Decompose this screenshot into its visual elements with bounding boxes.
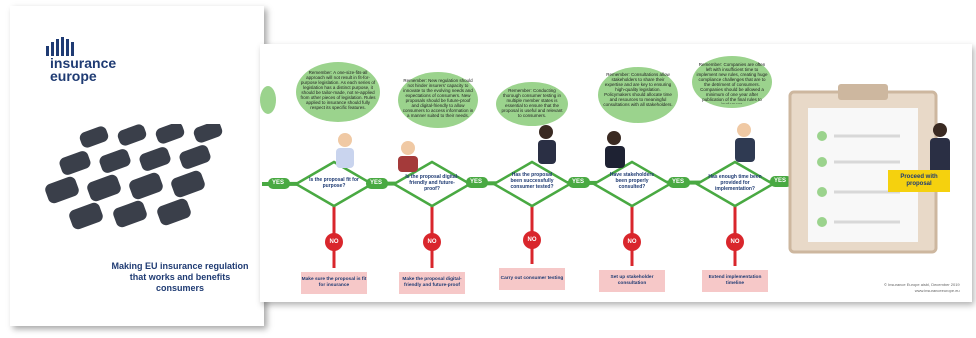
copyright-text: © Insurance Europe aisbl, December 2019 bbox=[884, 282, 960, 287]
question-1: Is the proposal fit for purpose? bbox=[309, 177, 359, 189]
remember-note-4: Remember: Consultations allow stakeholde… bbox=[603, 72, 673, 107]
no-label-5: NO bbox=[730, 239, 740, 245]
action-box-2: Make the proposal digital-friendly and f… bbox=[399, 272, 465, 294]
remember-note-1: Remember: A one-size-fits-all approach w… bbox=[300, 70, 376, 110]
website-text: www.insuranceeurope.eu bbox=[914, 288, 960, 293]
action-box-3: Carry out consumer testing bbox=[499, 268, 565, 290]
question-4: Have stakeholders been properly consulte… bbox=[609, 172, 655, 190]
proceed-with-proposal-box: Proceed with proposal bbox=[888, 170, 950, 192]
cover-people-collage bbox=[45, 124, 223, 230]
yes-label-4: YES bbox=[572, 179, 585, 185]
action-box-4: Set up stakeholder consultation bbox=[599, 270, 665, 292]
no-label-1: NO bbox=[329, 239, 339, 245]
question-5: Has enough time been provided for implem… bbox=[708, 174, 762, 192]
person-figures bbox=[336, 123, 950, 178]
remember-note-5: Remember: Companies are often left with … bbox=[696, 62, 768, 104]
yes-label-2: YES bbox=[370, 180, 383, 186]
logo-line-1: insurance bbox=[50, 55, 117, 71]
yes-label-3: YES bbox=[470, 179, 483, 185]
yes-label-1: YES bbox=[272, 180, 285, 186]
cover-title: Making EU insurance regulation that work… bbox=[111, 261, 249, 293]
question-3: Has the proposal been successfully consu… bbox=[510, 172, 554, 190]
remember-note-3: Remember: Conducting thorough consumer t… bbox=[501, 88, 563, 118]
copyright-notice: © Insurance Europe aisbl, December 2019 … bbox=[884, 282, 960, 294]
yes-label-5: YES bbox=[672, 179, 685, 185]
yes-label-6: YES bbox=[774, 178, 787, 184]
logo-line-2: europe bbox=[50, 68, 97, 84]
no-label-4: NO bbox=[627, 239, 637, 245]
logo-wordmark: insurance europe bbox=[50, 55, 117, 84]
no-label-2: NO bbox=[427, 239, 437, 245]
action-box-5: Extend implementation timeline bbox=[702, 270, 768, 292]
no-label-3: NO bbox=[527, 237, 537, 243]
brochure-cover: insurance europe Making EU insurance reg… bbox=[10, 6, 264, 326]
insurance-europe-logo-icon bbox=[46, 37, 74, 56]
remember-note-2: Remember: New regulation should not hind… bbox=[402, 78, 474, 118]
question-2: Is the proposal digital-friendly and fut… bbox=[405, 174, 459, 192]
action-box-1: Make sure the proposal is fit for insura… bbox=[301, 272, 367, 294]
